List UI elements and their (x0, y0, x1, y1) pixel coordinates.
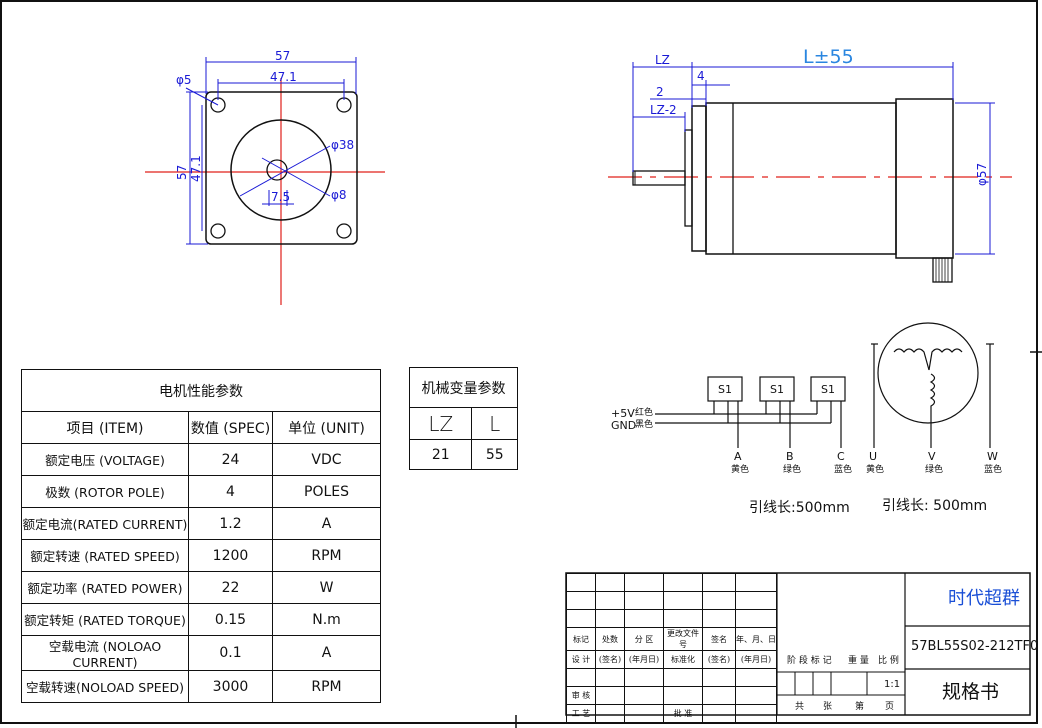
side-rear-cap (895, 98, 954, 259)
company-name: 时代超群 (948, 588, 1020, 609)
performance-table: 电机性能参数 项目 (ITEM) 数值 (SPEC) 单位 (UNIT) 额定电… (21, 369, 381, 703)
coil-v (929, 373, 936, 434)
hall-label-2: S1 (770, 383, 784, 396)
supply-gnd: GND (611, 419, 637, 432)
mechanical-table: 机械变量参数 LZ L 21 55 (408, 367, 518, 470)
table-row: 额定电流(RATED CURRENT) 1.2 A (21, 507, 381, 540)
hall-color-a: 黄色 (731, 465, 750, 475)
phase-color-w: 蓝色 (984, 465, 1003, 475)
tb-audit: 审 核 (566, 686, 596, 705)
hall-label-3: S1 (821, 383, 835, 396)
table-row: 额定电压 (VOLTAGE) 24 VDC (21, 443, 381, 476)
hall-box-2 (759, 376, 795, 402)
dim-length: L±55 (803, 46, 854, 68)
dim-flat: 7.5 (271, 190, 291, 204)
model-number: 57BL55S02-212TF0 (911, 639, 1039, 654)
table-row: 额定转速 (RATED SPEED) 1200 RPM (21, 539, 381, 572)
dim-body-dia: φ57 (975, 162, 989, 186)
perf-header-unit: 单位 (UNIT) (272, 411, 381, 444)
dim-hole-dia: φ5 (176, 73, 192, 87)
hall-lead-length: 引线长:500mm (749, 500, 850, 516)
hall-out-a: A (734, 450, 742, 463)
table-row: 空载电流 (NOLOAO CURRENT) 0.1 A (21, 635, 381, 671)
mech-header-lz: LZ (408, 407, 473, 440)
wiring-diagram (655, 322, 994, 448)
hall-color-c: 蓝色 (834, 465, 853, 475)
hall-label-1: S1 (718, 383, 732, 396)
side-view (608, 62, 1012, 283)
tb-sheet-total: 共 (795, 702, 805, 712)
mount-hole-tr (336, 97, 352, 113)
side-pilot (684, 129, 693, 227)
hall-box-3 (810, 376, 846, 402)
perf-table-title: 电机性能参数 (21, 369, 381, 412)
dim-width: 57 (275, 49, 291, 63)
hall-color-b: 绿色 (783, 465, 802, 475)
mount-hole-br (336, 223, 352, 239)
tb-scale-label: 比 例 (878, 656, 899, 666)
hall-out-b: B (786, 450, 794, 463)
phase-color-u: 黄色 (866, 465, 885, 475)
mount-hole-bl (210, 223, 226, 239)
supply-gnd-color: 黑色 (635, 420, 654, 430)
side-flange (691, 105, 707, 252)
tb-sheet-unit: 张 (823, 702, 833, 712)
mech-header-l: L (471, 407, 518, 440)
tb-sheet-no: 第 (855, 702, 865, 712)
hall-out-c: C (837, 450, 845, 463)
tb-weight: 重 量 (848, 656, 869, 666)
dim-height: 57 (175, 164, 189, 180)
dim-hole-spacing: 47.1 (270, 70, 297, 84)
dim-4: 4 (697, 69, 705, 83)
dim-lz2: LZ-2 (650, 103, 677, 117)
side-shaft (632, 170, 686, 186)
flange-outline (205, 91, 358, 245)
tb-craft: 工 艺 (566, 704, 596, 723)
dim-hole-spacing-v: 47.1 (189, 155, 203, 182)
dim-shaft-dia: φ8 (331, 188, 347, 202)
phase-w: W (987, 450, 998, 463)
side-body (705, 102, 897, 255)
table-row: 极数 (ROTOR POLE) 4 POLES (21, 475, 381, 508)
dim-2: 2 (656, 85, 664, 99)
supply-pos-color: 红色 (635, 408, 654, 418)
front-view (145, 57, 385, 305)
phase-u: U (869, 450, 878, 463)
mech-value-l: 55 (471, 439, 518, 470)
supply-pos: +5V (611, 407, 635, 420)
coil-w (928, 348, 963, 371)
tb-stage: 阶 段 标 记 (787, 656, 832, 666)
document-type: 规格书 (942, 681, 1000, 703)
winding-circle (877, 322, 979, 424)
phase-lead-length: 引线长: 500mm (882, 498, 988, 514)
cable-outlet (932, 257, 953, 283)
tb-scale: 1:1 (884, 679, 901, 690)
pilot-circle (230, 119, 332, 221)
coil-u (893, 348, 930, 371)
table-row: 额定转矩 (RATED TORQUE) 0.15 N.m (21, 603, 381, 636)
phase-v: V (928, 450, 936, 463)
hall-box-1 (707, 376, 743, 402)
dim-lz: LZ (655, 53, 670, 67)
perf-header-spec: 数值 (SPEC) (188, 411, 273, 444)
revision-grid: 标记 处数 分 区 更改文件号 签名 年、月、日 设 计 (签名) (年月日) … (566, 573, 777, 723)
phase-color-v: 绿色 (925, 465, 944, 475)
perf-header-item: 项目 (ITEM) (21, 411, 189, 444)
table-row: 额定功率 (RATED POWER) 22 W (21, 571, 381, 604)
tb-approve: 批 准 (663, 704, 703, 723)
dim-pilot-dia: φ38 (331, 138, 355, 152)
mech-table-title: 机械变量参数 (409, 367, 518, 408)
table-row: 空载转速(NOLOAD SPEED) 3000 RPM (21, 670, 381, 703)
mech-value-lz: 21 (408, 439, 473, 470)
tb-sheet-page: 页 (885, 702, 895, 712)
